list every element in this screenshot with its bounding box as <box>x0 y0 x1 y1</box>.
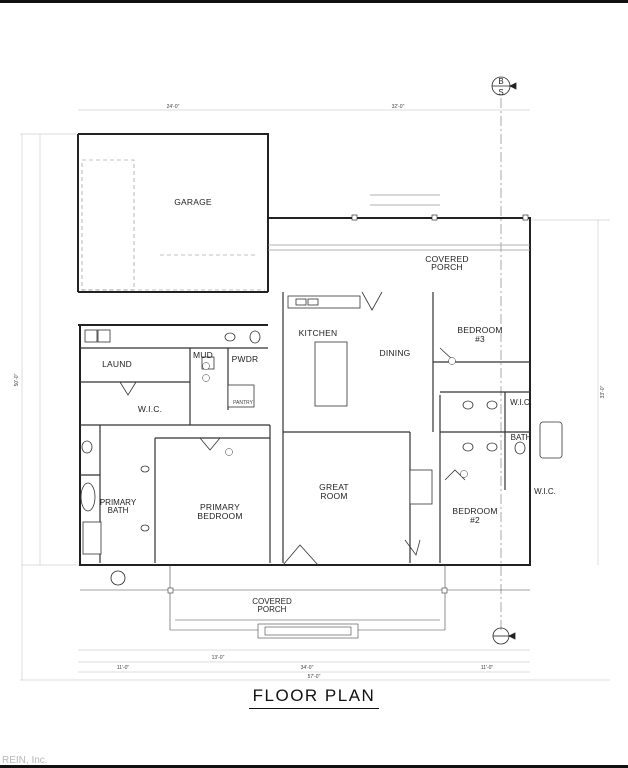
bath-label: BATH <box>511 433 532 442</box>
dim-top-right: 32'-0" <box>392 104 405 110</box>
dim-bottom-total: 57'-0" <box>308 674 321 680</box>
dim-bottom-right: 11'-0" <box>481 665 494 671</box>
bedroom3-label-2: #3 <box>475 334 485 344</box>
wic-primary-label: W.I.C. <box>138 404 162 414</box>
bedroom2-label-1: BEDROOM <box>452 506 497 516</box>
door-swings <box>119 291 466 566</box>
dim-top-left: 24'-0" <box>167 104 180 110</box>
bottom-border <box>0 765 628 768</box>
plan-title: FLOOR PLAN <box>0 686 628 709</box>
great-room-label-2: ROOM <box>320 491 347 501</box>
dim-left-total: 50'-0" <box>14 373 20 386</box>
exterior-walls <box>77 133 531 566</box>
dim-right-total: 33'-0" <box>600 385 606 398</box>
bedroom3-label-1: BEDROOM <box>457 325 502 335</box>
dining-label: DINING <box>380 348 411 358</box>
bedroom2-label-2: #2 <box>470 515 480 525</box>
covered-porch-back-label-2: PORCH <box>431 262 463 272</box>
dimension-lines <box>20 109 610 681</box>
mud-label: MUD <box>193 350 213 360</box>
back-porch <box>268 194 530 251</box>
primary-bedroom-label-1: PRIMARY <box>200 502 240 512</box>
pwdr-label: PWDR <box>232 354 259 364</box>
dim-bottom-mid: 34'-0" <box>301 665 314 671</box>
great-room-label-1: GREAT <box>319 482 349 492</box>
top-border <box>0 0 628 3</box>
dim-bottom-left: 11'-0" <box>117 665 130 671</box>
garage-label: GARAGE <box>174 197 212 207</box>
front-porch <box>80 565 530 639</box>
covered-porch-back-label-1: COVERED <box>425 254 468 264</box>
plan-title-text: FLOOR PLAN <box>248 686 380 709</box>
laund-label: LAUND <box>102 359 132 369</box>
wic-bed3-label: W.I.C. <box>510 398 532 407</box>
garage-dashed <box>81 159 265 291</box>
section-marker-left <box>110 570 126 586</box>
section-marker-bottom <box>492 627 516 645</box>
tags <box>202 357 468 478</box>
wic-bed2-label: W.I.C. <box>534 487 556 496</box>
primary-bedroom-label-2: BEDROOM <box>197 511 242 521</box>
covered-porch-front-label-1: COVERED <box>252 597 292 606</box>
primary-bath-label-1: PRIMARY <box>100 498 137 507</box>
pantry-label: PANTRY <box>233 400 253 406</box>
dim-porch-width: 13'-0" <box>212 655 225 661</box>
covered-porch-front-label-2: PORCH <box>258 605 287 614</box>
fixtures <box>80 295 563 555</box>
kitchen-label: KITCHEN <box>299 328 338 338</box>
watermark: REIN, Inc. <box>2 755 48 766</box>
primary-bath-label-2: BATH <box>108 506 129 515</box>
section-marker-bottom-label: S <box>498 88 503 97</box>
section-marker-top <box>491 76 517 96</box>
section-marker-top-label: B <box>498 77 503 86</box>
